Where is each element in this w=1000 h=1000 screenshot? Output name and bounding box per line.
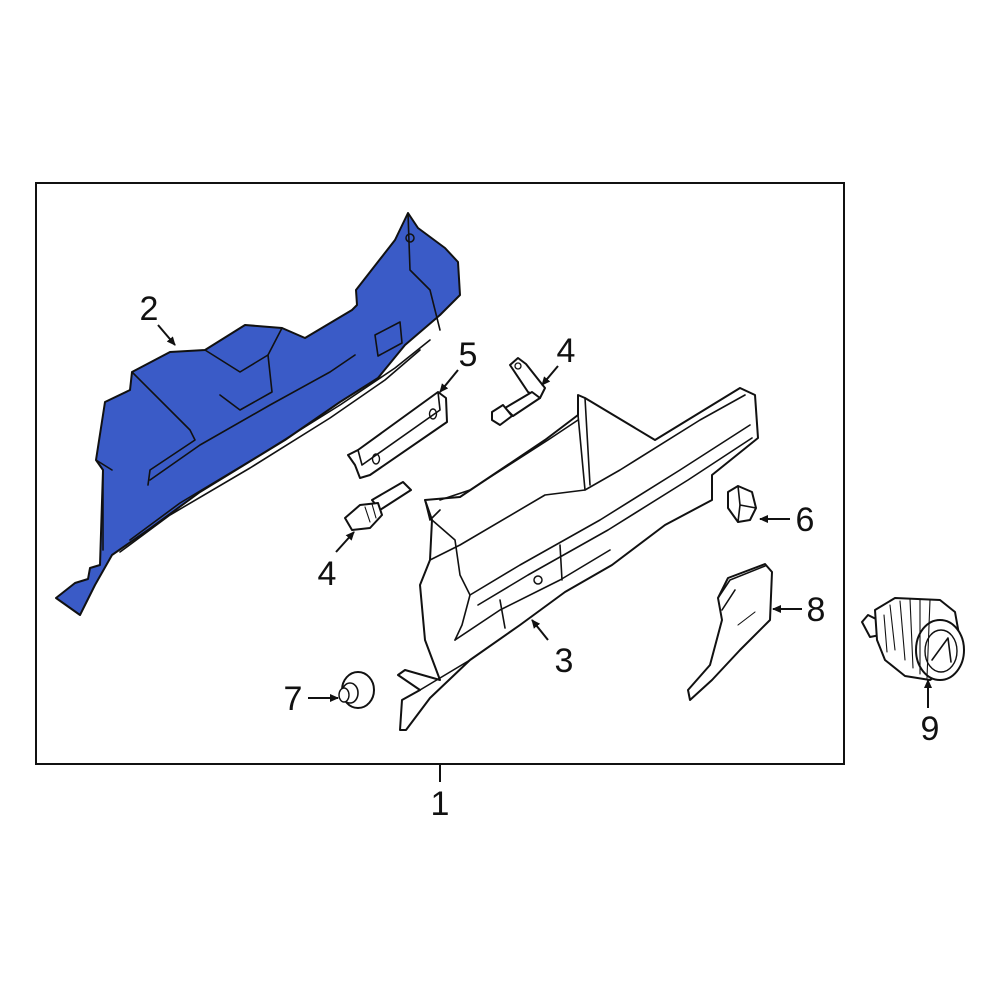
- callout-2: 2: [140, 290, 159, 328]
- stop-upper-part[interactable]: [491, 357, 546, 426]
- leader-5: [439, 369, 459, 393]
- knob-part[interactable]: [861, 597, 965, 681]
- bin-step: [424, 499, 441, 521]
- knob-pointer: [931, 637, 952, 663]
- callout-3: 3: [555, 642, 574, 680]
- bin-front-top: [469, 424, 751, 596]
- bracket-part[interactable]: [347, 391, 448, 479]
- leader-4-lower: [335, 531, 355, 553]
- cover-panel-ridge-2: [129, 339, 431, 541]
- callout-4-upper: 4: [557, 332, 576, 370]
- bracket-hole-1: [371, 453, 381, 465]
- lid-trim-body: [687, 563, 773, 701]
- bin-left-side: [431, 519, 471, 641]
- lid-trim-mark: [737, 611, 756, 626]
- stop-upper-head: [491, 404, 513, 426]
- lid-trim-edge: [717, 565, 766, 611]
- leader-2: [157, 324, 176, 346]
- leader-3: [531, 619, 549, 641]
- bracket-hole-2: [428, 408, 438, 420]
- callout-9: 9: [921, 710, 940, 748]
- clip-stem: [338, 687, 350, 703]
- clip-part[interactable]: [338, 671, 375, 709]
- bumper-edge: [737, 485, 757, 523]
- callout-4-lower: 4: [318, 555, 337, 593]
- cover-panel-body: [55, 212, 461, 616]
- cover-panel-ridge-3: [149, 354, 356, 481]
- bin-lower-edge: [419, 549, 611, 691]
- bin-front-mid: [477, 437, 753, 606]
- callout-5: 5: [459, 336, 478, 374]
- callout-6: 6: [796, 501, 815, 539]
- cover-panel-ridge-1: [119, 349, 421, 553]
- bumper-body: [727, 485, 757, 523]
- glove-box-bin-part[interactable]: [397, 387, 759, 731]
- callout-7: 7: [284, 680, 303, 718]
- bin-recess: [499, 544, 563, 629]
- stop-lower-part[interactable]: [344, 481, 412, 531]
- bracket-edge: [357, 391, 441, 466]
- lid-trim-part[interactable]: [687, 563, 773, 701]
- stop-upper-plate: [509, 357, 546, 399]
- callout-1: 1: [431, 785, 450, 823]
- cover-panel-step: [131, 371, 196, 486]
- cover-panel-slot: [374, 321, 403, 357]
- bin-inner-wall: [577, 397, 591, 491]
- cover-panel-flange: [95, 459, 113, 551]
- cover-panel-pocket-2: [219, 354, 273, 411]
- knob-grip: [883, 598, 931, 679]
- stop-upper-hole: [514, 362, 522, 370]
- bumper-part[interactable]: [727, 485, 757, 523]
- knob-face-inner: [924, 629, 958, 673]
- cover-panel-pocket: [204, 327, 283, 373]
- stop-lower-head: [344, 502, 383, 531]
- bin-hole: [533, 575, 543, 585]
- cover-panel-hole: [405, 233, 415, 243]
- callout-8: 8: [807, 591, 826, 629]
- cover-panel-part[interactable]: [55, 212, 461, 616]
- bin-outline: [397, 387, 759, 731]
- stop-lower-ribs: [364, 503, 377, 523]
- leader-4-upper: [541, 365, 559, 386]
